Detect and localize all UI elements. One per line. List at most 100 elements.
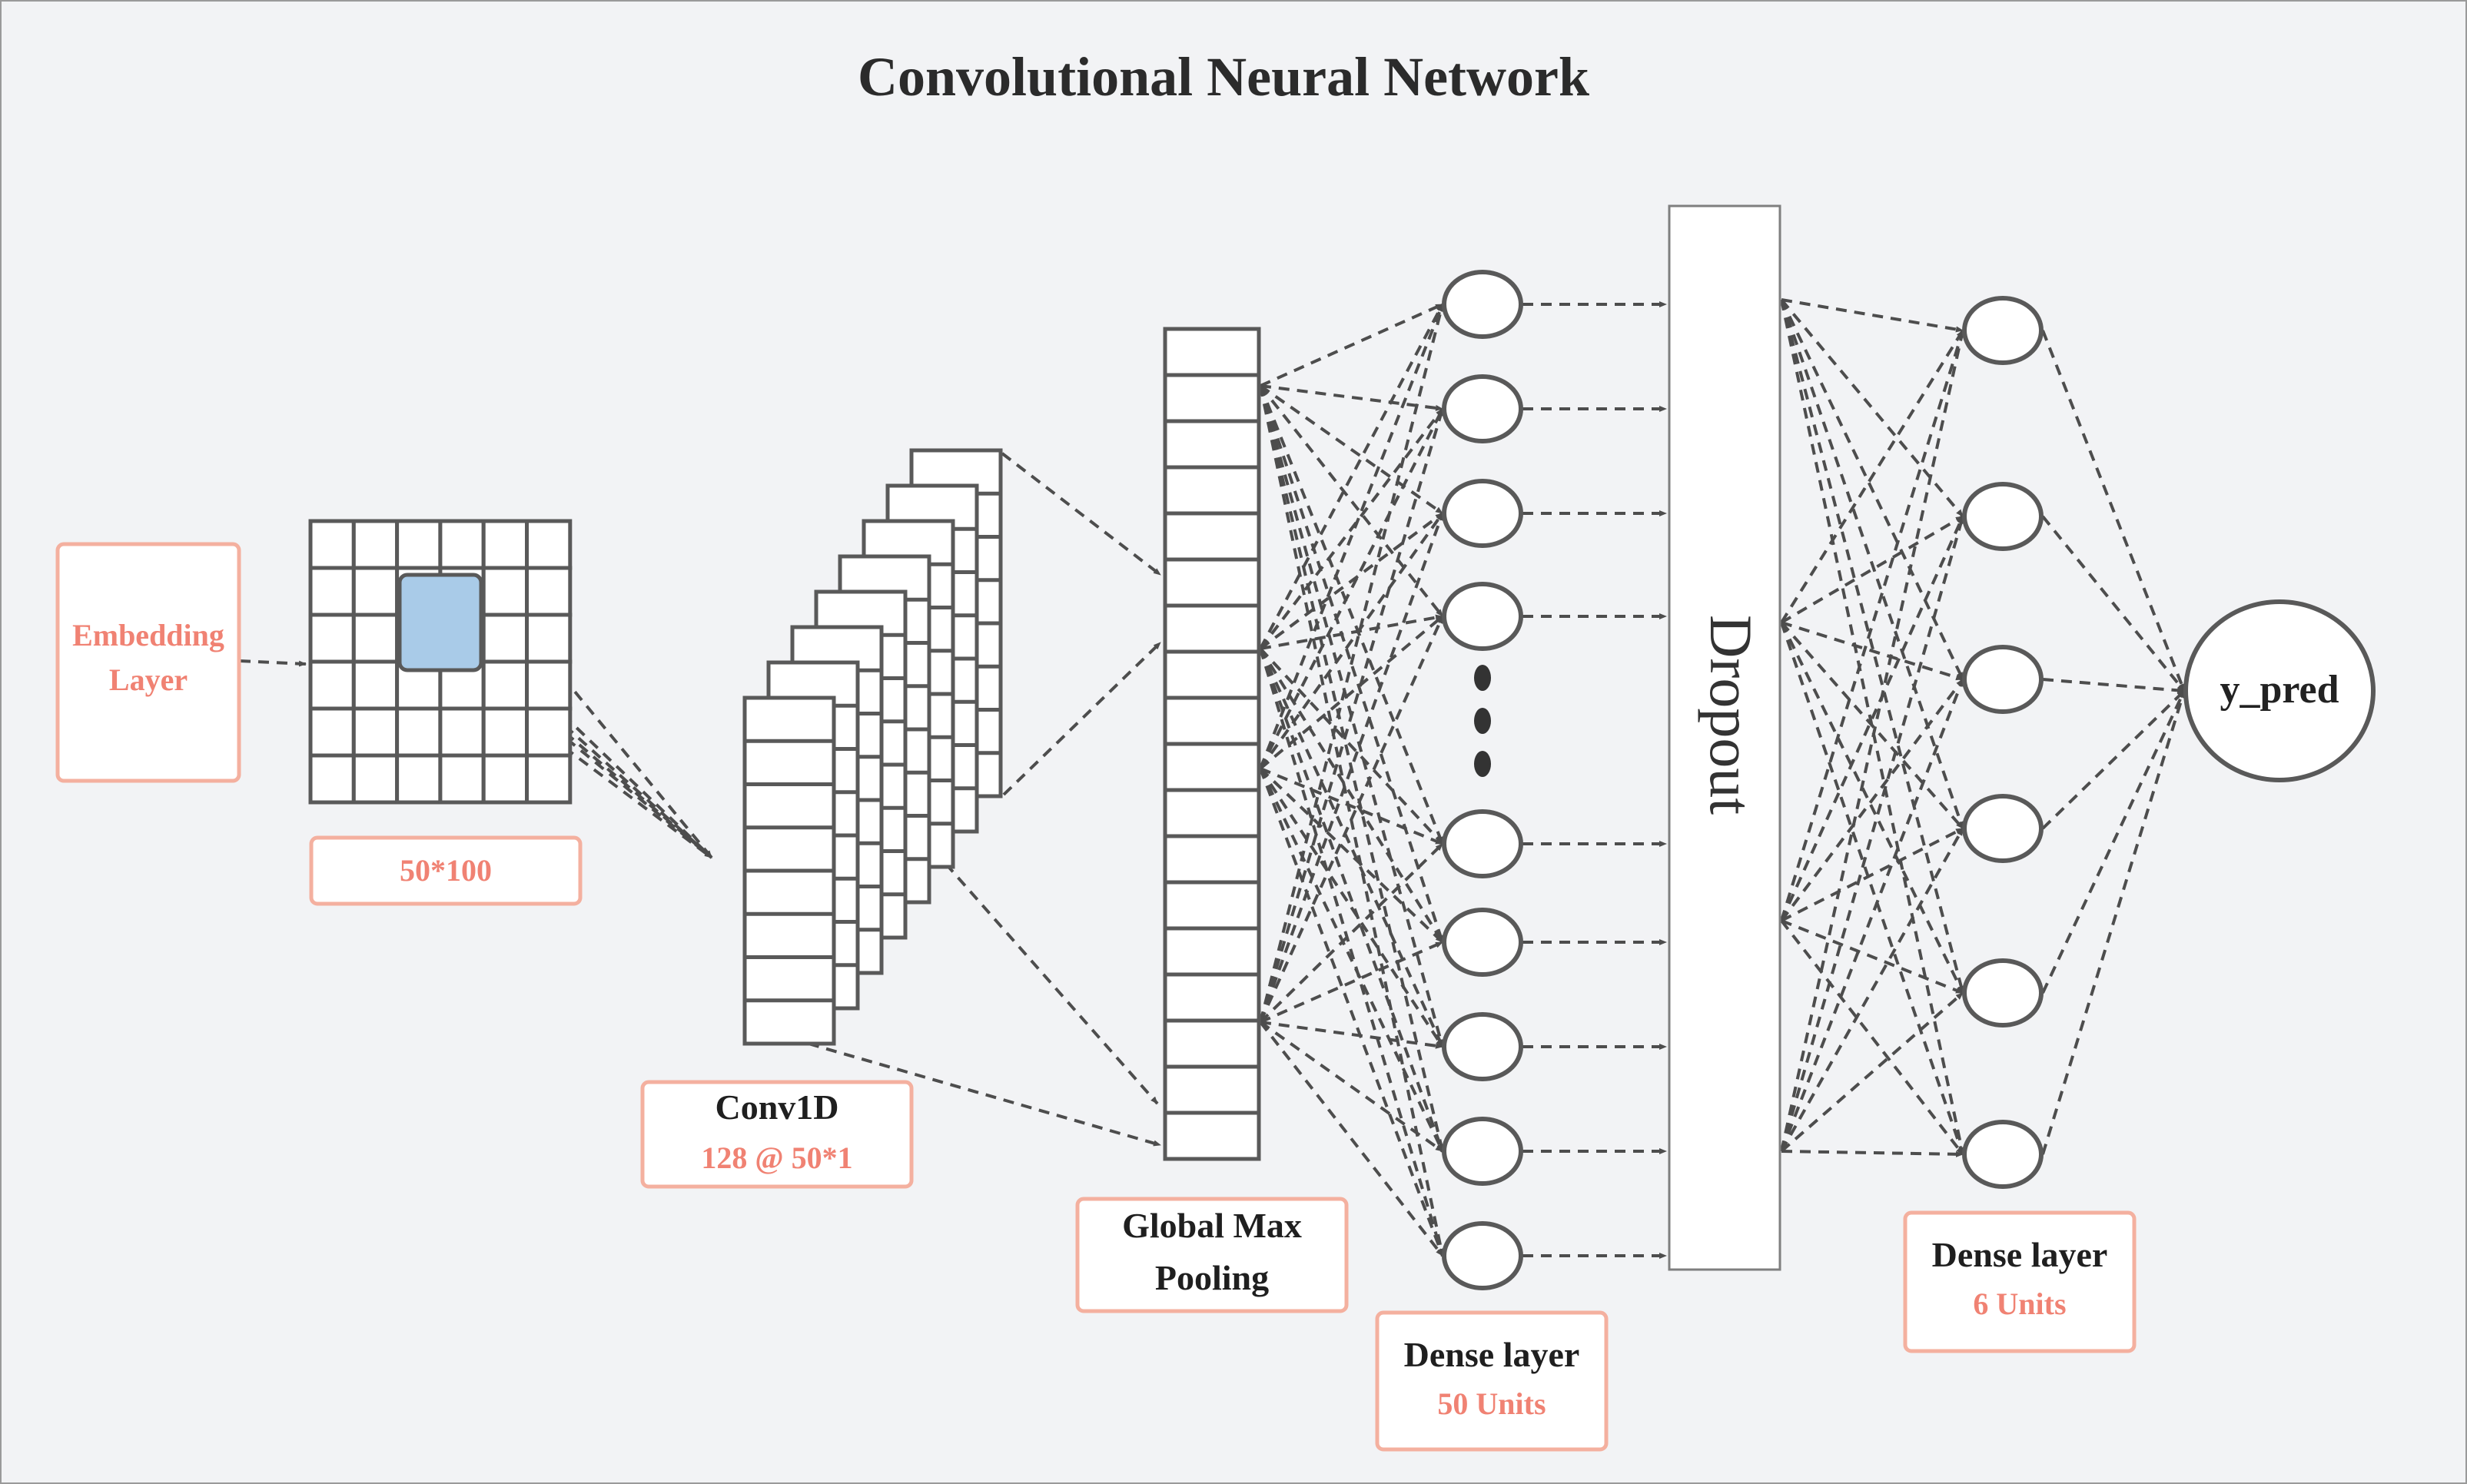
dropout-text: Dropout: [1698, 615, 1765, 815]
dashed-arrow: [1780, 299, 1964, 994]
dashed-arrow: [1260, 941, 1443, 1024]
dashed-arrow: [1780, 298, 1964, 518]
dense2-label: Dense layer 6 Units: [1903, 1210, 2137, 1353]
matrix-cell: [481, 613, 530, 664]
dense-layer-50-neurons: [1442, 270, 1523, 1290]
diagram-title: Convolutional Neural Network: [858, 46, 1589, 108]
dashed-arrow: [1781, 1150, 1964, 1157]
matrix-cell: [438, 706, 486, 758]
ellipsis-dot: [1474, 708, 1491, 734]
dashed-arrow: [1259, 647, 1444, 845]
dashed-arrow: [2041, 690, 2186, 994]
dense2-neuron: [1962, 645, 2044, 714]
dashed-arrow: [1780, 330, 1964, 921]
ellipsis-dots: [1474, 665, 1491, 777]
dashed-arrow: [1259, 648, 1444, 1152]
conv1d-name: Conv1D: [715, 1087, 838, 1127]
matrix-cell: [308, 519, 356, 570]
dense1-neuron: [1442, 479, 1523, 548]
dashed-arrow: [1259, 767, 1444, 1048]
matrix-cell: [481, 753, 530, 805]
dense1-neuron: [1442, 809, 1523, 878]
dashed-arrow: [1780, 299, 1965, 1155]
dashed-arrow: [810, 710, 1159, 1105]
dashed-arrow: [1780, 299, 1964, 829]
embedding-layer-label: Embedding Layer: [55, 542, 241, 783]
conv1d-shape: 128 @ 50*1: [701, 1140, 852, 1175]
global-max-pooling-vector: [1163, 327, 1261, 1161]
dashed-arrow: [1780, 516, 1964, 921]
embedding-shape-label: 50*100: [309, 835, 583, 906]
matrix-cell: [481, 706, 530, 758]
dashed-arrow: [1259, 615, 1444, 770]
dashed-arrow: [1780, 621, 1964, 830]
embedding-shape-text: 50*100: [400, 853, 492, 888]
matrix-cell: [308, 753, 356, 805]
dashed-arrow: [1259, 768, 1444, 1257]
dashed-arrow: [1259, 304, 1444, 649]
conv1d-feature-maps: [742, 448, 1003, 1046]
matrix-cell: [308, 613, 356, 664]
dashed-arrow: [1259, 304, 1444, 1023]
dense2-neuron: [1962, 958, 2044, 1028]
dashed-arrow: [1780, 919, 1964, 1156]
dashed-arrow: [1260, 303, 1443, 387]
dense1-neuron: [1442, 908, 1523, 977]
matrix-cell: [525, 566, 573, 617]
dashed-arrow: [1260, 1021, 1443, 1049]
matrix-cell: [438, 519, 486, 570]
dashed-arrow: [1259, 648, 1444, 1257]
feature-map: [742, 696, 836, 1046]
dense2-neuron: [1962, 1120, 2044, 1189]
dense-layer-6-neurons: [1962, 296, 2044, 1189]
dense1-units: 50 Units: [1437, 1386, 1546, 1421]
dashed-arrow: [1259, 304, 1444, 769]
dashed-arrow: [480, 659, 713, 859]
ellipsis-dot: [1474, 751, 1491, 777]
pooling-label: Global Max Pooling: [1075, 1197, 1349, 1313]
dense2-units: 6 Units: [1973, 1286, 2066, 1321]
matrix-cell: [481, 659, 530, 711]
dashed-arrow: [480, 667, 713, 859]
dashed-arrow: [1781, 621, 1964, 681]
output-circle: [2183, 599, 2376, 782]
matrix-cell: [308, 706, 356, 758]
output-label: y_pred: [2220, 668, 2339, 712]
dashed-arrow: [1780, 622, 1964, 1155]
dashed-arrow: [2041, 330, 2186, 692]
dashed-arrow: [1780, 299, 1964, 680]
dashed-arrow: [1259, 384, 1444, 618]
dashed-arrow: [1259, 616, 1444, 1023]
dashed-arrow: [1781, 827, 1964, 922]
matrix-cell: [525, 659, 573, 711]
dashed-arrow: [1780, 329, 1964, 624]
dashed-arrow: [1259, 1021, 1444, 1257]
dense1-neuron: [1442, 1012, 1523, 1081]
dashed-arrow: [1259, 767, 1444, 944]
dashed-arrow: [808, 1042, 1161, 1147]
dashed-arrow: [2042, 678, 2185, 694]
dashed-arrow: [1259, 647, 1444, 944]
dashed-arrow: [1259, 385, 1444, 943]
matrix-cell: [351, 706, 400, 758]
matrix-cell: [481, 566, 530, 617]
dashed-arrow: [1260, 767, 1443, 845]
matrix-cell: [525, 706, 573, 758]
embedding-label-line2: Layer: [109, 662, 188, 697]
dense1-name: Dense layer: [1404, 1335, 1580, 1374]
dense2-name: Dense layer: [1932, 1235, 2108, 1274]
dense1-neuron: [1442, 1117, 1523, 1186]
pooling-label-line2: Pooling: [1155, 1258, 1269, 1297]
dashed-arrow: [1259, 385, 1444, 1047]
matrix-cell: [351, 519, 400, 570]
dense2-neuron: [1962, 482, 2044, 551]
embedding-label-line1: Embedding: [72, 618, 224, 652]
dense2-neuron: [1962, 794, 2044, 863]
dense1-label: Dense layer 50 Units: [1375, 1310, 1609, 1452]
dashed-arrow: [1780, 679, 1964, 1152]
conv1d-label: Conv1D 128 @ 50*1: [640, 1080, 914, 1189]
dashed-arrow: [1780, 678, 1964, 922]
ellipsis-dot: [1474, 665, 1491, 691]
pooling-label-box: [1075, 1197, 1349, 1313]
